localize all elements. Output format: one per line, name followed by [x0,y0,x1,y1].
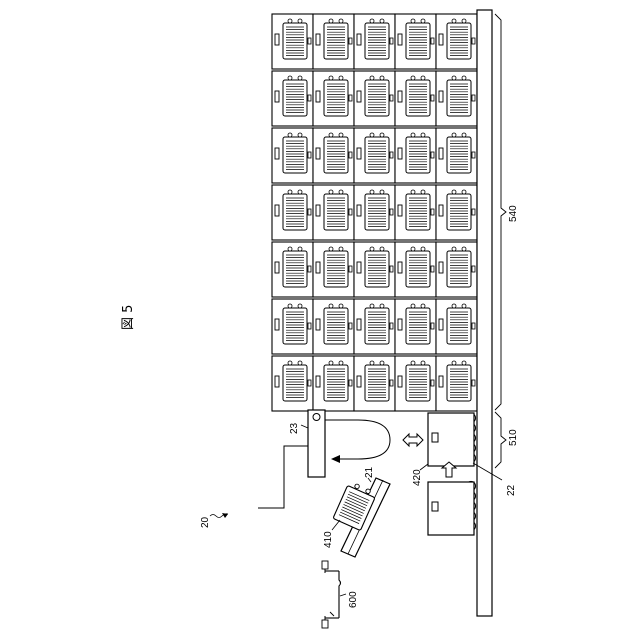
shelf-cell [436,71,477,126]
leader-arm [301,425,308,428]
label-shelf-rack: 540 [508,205,519,222]
shelf-cell [272,71,313,126]
shelf-cell [313,128,354,183]
shelf-cell [436,14,477,69]
leader-tray [332,520,340,530]
shelf-cell [272,128,313,183]
leader-mover [420,464,428,470]
shelf-cell [395,14,436,69]
label-slot: 22 [506,484,517,496]
shelf-rack-bracket [495,14,506,410]
shelf-cell [272,14,313,69]
label-cart: 600 [348,591,359,608]
vertical-rail [477,10,492,616]
label-mover: 420 [412,469,423,486]
shelf-cell [395,356,436,411]
shelf-cell [436,299,477,354]
shelf-cell [272,185,313,240]
shelf-cell [354,356,395,411]
leader-cart [340,594,346,596]
shelf-cell [313,242,354,297]
conveyor-bracket [495,412,506,468]
transfer-arm [308,410,390,477]
shelf-cell [354,185,395,240]
shelf-cell [436,242,477,297]
label-stage: 21 [364,466,375,478]
shelf-cell [395,185,436,240]
shelf-cell [436,185,477,240]
shelf-cell [395,71,436,126]
shelf-cell [395,242,436,297]
shelf-cell [436,128,477,183]
mover-box-lower [428,482,474,535]
shelf-cell [354,299,395,354]
horizontal-double-arrow-icon [403,434,423,446]
cart [322,561,341,628]
label-system: 20 [200,516,211,528]
shelf-cell [395,299,436,354]
shelf-cell [436,356,477,411]
shelf-cell [313,71,354,126]
shelf-cell [272,356,313,411]
shelf-cell [272,299,313,354]
label-tray: 410 [323,531,334,548]
shelf-cell [313,185,354,240]
storage-shelf-grid [272,14,477,411]
shelf-cell [395,128,436,183]
label-arm: 23 [289,422,300,434]
shelf-cell [272,242,313,297]
label-conveyor: 510 [508,429,519,446]
shelf-cell [354,242,395,297]
connector-line [258,446,308,508]
figure-label: 図 5 [121,305,136,330]
shelf-cell [354,14,395,69]
mover-box-upper [428,413,474,466]
shelf-cell [354,128,395,183]
shelf-cell [354,71,395,126]
shelf-cell [313,299,354,354]
shelf-cell [313,14,354,69]
shelf-cell [313,356,354,411]
